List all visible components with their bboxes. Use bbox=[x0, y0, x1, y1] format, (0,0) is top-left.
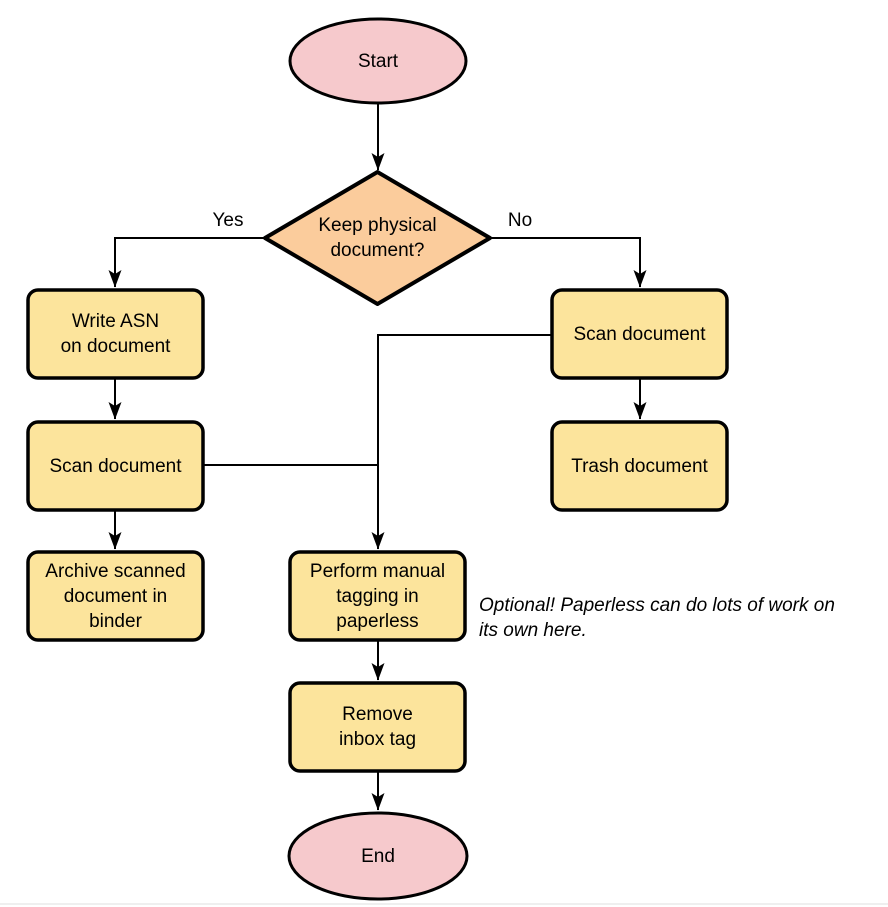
edge-scanright-to-tagging bbox=[371, 334, 552, 550]
node-remove-inbox-tag bbox=[288, 681, 467, 773]
node-start bbox=[288, 17, 468, 105]
edge-decision-no bbox=[489, 237, 647, 288]
node-end bbox=[287, 811, 469, 901]
node-scan-document-right bbox=[550, 288, 729, 380]
node-scan-document-left bbox=[26, 420, 205, 512]
annotation-note: Optional! Paperless can do lots of work … bbox=[479, 595, 835, 641]
edge-label-no: No bbox=[507, 210, 533, 231]
node-write-asn bbox=[26, 288, 205, 380]
node-archive-binder bbox=[26, 550, 205, 642]
bottom-rule bbox=[0, 903, 888, 905]
node-keep-physical-document bbox=[263, 170, 492, 306]
node-manual-tagging bbox=[288, 550, 467, 642]
edge-decision-yes bbox=[108, 237, 266, 288]
node-trash-document bbox=[550, 420, 729, 512]
edge-label-yes: Yes bbox=[212, 210, 244, 231]
